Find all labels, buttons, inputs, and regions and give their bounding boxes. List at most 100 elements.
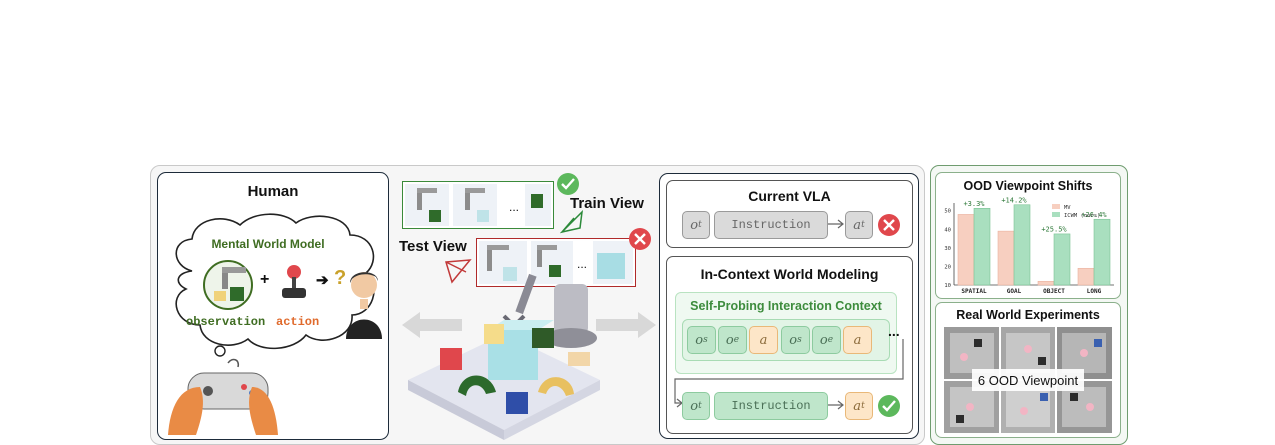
icwm-act-base: a — [853, 398, 862, 414]
test-cross-icon — [629, 228, 651, 250]
y-tick-label: 40 — [944, 227, 951, 233]
y-tick-label: 30 — [944, 246, 951, 252]
thought-cloud — [175, 213, 375, 357]
context-title: Self-Probing Interaction Context — [690, 299, 882, 313]
right-gray-arrow — [596, 312, 656, 338]
bar-icwm — [1053, 233, 1071, 286]
test-view-strip: ... — [476, 238, 636, 287]
vla-arrow — [828, 219, 844, 229]
token-sub: s — [797, 335, 802, 345]
question-mark: ? — [334, 267, 347, 289]
plus-sign: + — [260, 271, 270, 288]
context-token: a — [843, 326, 872, 354]
x-tick-label: GOAL — [1007, 288, 1022, 295]
train-view-label: Train View — [570, 195, 644, 212]
token-base: a — [759, 332, 768, 348]
train-view-frames — [405, 184, 551, 226]
current-vla-title: Current VLA — [748, 188, 831, 204]
vla-act-base: a — [853, 217, 862, 233]
bar-mv — [1037, 280, 1055, 286]
gain-annotation: +25.5% — [1041, 225, 1067, 233]
context-token: a — [749, 326, 778, 354]
y-tick-label: 20 — [944, 264, 951, 270]
train-view-strip: ... — [402, 181, 554, 229]
icwm-arrow — [828, 400, 844, 410]
action-label: action — [276, 315, 320, 329]
test-view-label: Test View — [399, 238, 467, 255]
human-panel: Human Mental World Model + ➔ ? observati… — [157, 172, 389, 440]
x-tick-label: LONG — [1087, 288, 1102, 295]
token-base: a — [853, 332, 862, 348]
human-title: Human — [247, 183, 299, 200]
token-base: o — [725, 332, 734, 348]
real-world-title: Real World Experiments — [956, 308, 1100, 322]
vla-obs-base: o — [690, 217, 699, 233]
joystick-icon — [282, 265, 306, 298]
test-camera-icon — [445, 259, 472, 284]
mental-world-model-label: Mental World Model — [211, 237, 325, 251]
x-tick-label: SPATIAL — [961, 288, 987, 295]
gain-annotation: +14.2% — [1001, 196, 1027, 204]
context-more: ... — [888, 323, 900, 339]
robot-scene-illustration — [408, 273, 600, 440]
vla-cross-icon — [878, 214, 900, 236]
bar-mv — [957, 214, 975, 286]
y-tick-label: 10 — [944, 283, 951, 289]
left-gray-arrow — [402, 312, 462, 338]
icwm-box: In-Context World Modeling Self-Probing I… — [666, 256, 913, 434]
arrow-icon: ➔ — [316, 272, 329, 289]
token-sub: e — [827, 335, 834, 345]
bar-mv — [1077, 267, 1095, 286]
token-sub: s — [703, 335, 708, 345]
icwm-check-icon — [878, 395, 900, 417]
y-tick-label: 50 — [944, 209, 951, 215]
gain-annotation: +26.4% — [1081, 211, 1107, 219]
bar-icwm — [1013, 204, 1031, 286]
thinking-person-icon — [346, 272, 382, 339]
legend-swatch — [1052, 212, 1060, 217]
test-view-frames — [479, 241, 633, 284]
ood-chart-title: OOD Viewpoint Shifts — [963, 179, 1093, 193]
legend-label: MV — [1064, 205, 1071, 211]
bar-icwm — [1093, 218, 1111, 286]
bar-icwm — [973, 208, 991, 286]
real-world-card: Real World Experiments 6 OOD Viewpoint — [935, 302, 1121, 438]
observation-image — [203, 260, 253, 310]
thought-bubble-dot — [214, 345, 226, 357]
token-base: o — [819, 332, 828, 348]
overlay-label: 6 OOD Viewpoint — [977, 373, 1079, 388]
icwm-obs-base: o — [690, 398, 699, 414]
icwm-obs-sub: t — [698, 401, 702, 411]
icwm-instruction-token: Instruction — [714, 392, 828, 420]
icwm-title: In-Context World Modeling — [700, 266, 879, 282]
overlay-background — [972, 369, 1084, 391]
observation-label: observation — [186, 315, 266, 329]
token-base: o — [695, 332, 704, 348]
train-check-icon — [557, 173, 579, 195]
token-sub: e — [733, 335, 740, 345]
real-world-photo-grid — [944, 327, 1112, 433]
gain-annotation: +3.3% — [963, 200, 985, 208]
legend-swatch — [1052, 204, 1060, 209]
vla-obs-sub: t — [698, 220, 702, 230]
token-base: o — [789, 332, 798, 348]
gamepad-icon — [168, 358, 278, 435]
train-camera-icon — [560, 210, 584, 234]
legend-label: ICWM (ours) — [1064, 213, 1100, 219]
test-ellipsis: ... — [577, 257, 588, 271]
bar-mv — [997, 230, 1015, 286]
vla-act-sub: t — [861, 220, 865, 230]
train-ellipsis: ... — [509, 200, 520, 214]
ood-bar-chart: 1020304050+3.3%SPATIAL+14.2%GOAL+25.5%OB… — [944, 196, 1114, 295]
ood-chart-card: OOD Viewpoint Shifts 10 20 30 40 50 +3.3% SPAT… — [935, 172, 1121, 299]
